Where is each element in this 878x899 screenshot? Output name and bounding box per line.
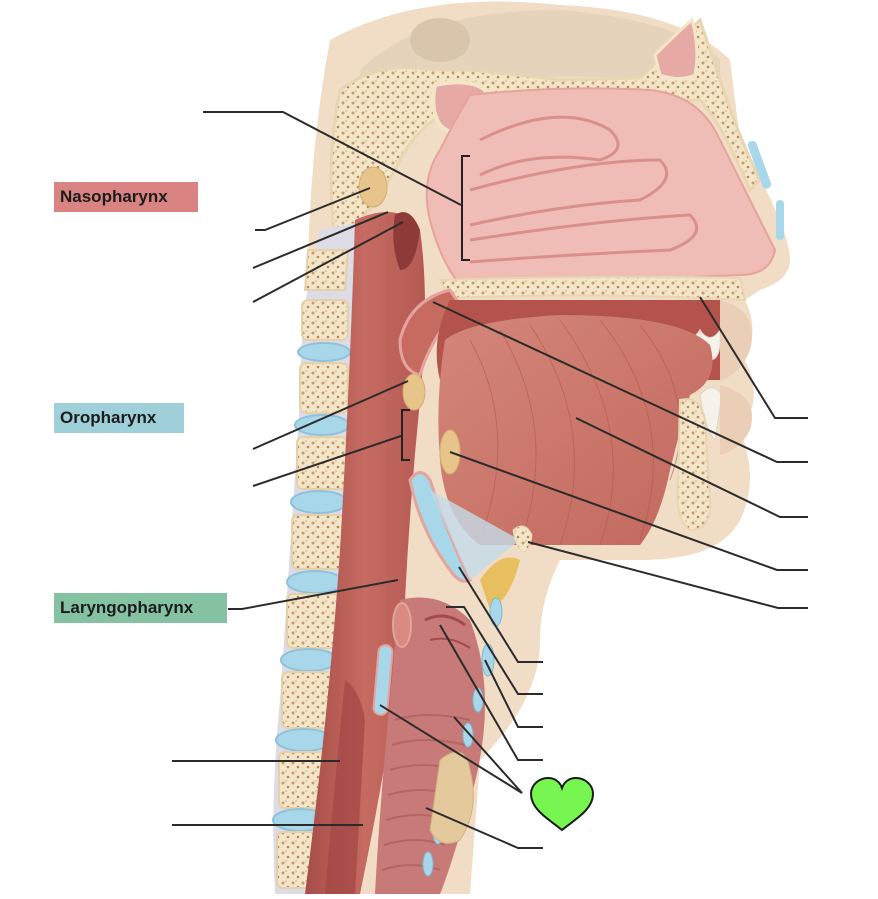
palatine-tonsil bbox=[402, 373, 426, 411]
thyroid-gland bbox=[429, 751, 474, 844]
laryngopharynx-label: Laryngopharynx bbox=[54, 593, 227, 623]
hyoid-bone bbox=[512, 525, 533, 553]
oropharynx-bracket bbox=[401, 409, 410, 461]
nasopharynx-bracket bbox=[461, 155, 470, 261]
nasopharynx-label: Nasopharynx bbox=[54, 182, 198, 212]
esophagus bbox=[325, 680, 365, 894]
mandible bbox=[676, 398, 712, 532]
oropharynx-label: Oropharynx bbox=[54, 403, 184, 433]
pharynx-wall bbox=[305, 212, 425, 894]
pharyngeal-tonsil bbox=[358, 166, 388, 208]
leader-lines bbox=[172, 111, 808, 849]
tongue bbox=[438, 315, 713, 545]
hard-palate bbox=[438, 275, 747, 302]
heart-icon bbox=[529, 776, 595, 832]
nasal-cavity bbox=[425, 87, 777, 287]
